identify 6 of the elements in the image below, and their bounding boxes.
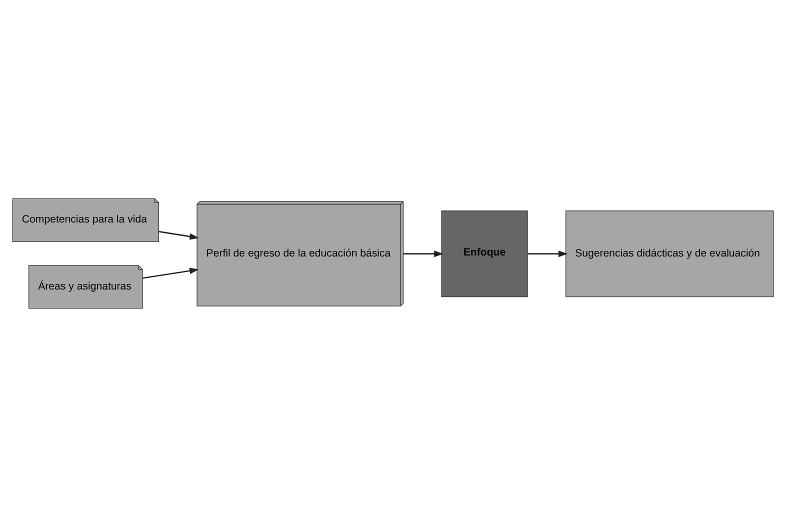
node-box: Sugerencias didácticas y de evaluación	[566, 210, 774, 298]
arrow	[403, 250, 444, 258]
arrow	[142, 268, 199, 279]
arrow	[158, 230, 199, 240]
node-box: Enfoque	[441, 210, 528, 298]
arrow	[528, 250, 568, 258]
